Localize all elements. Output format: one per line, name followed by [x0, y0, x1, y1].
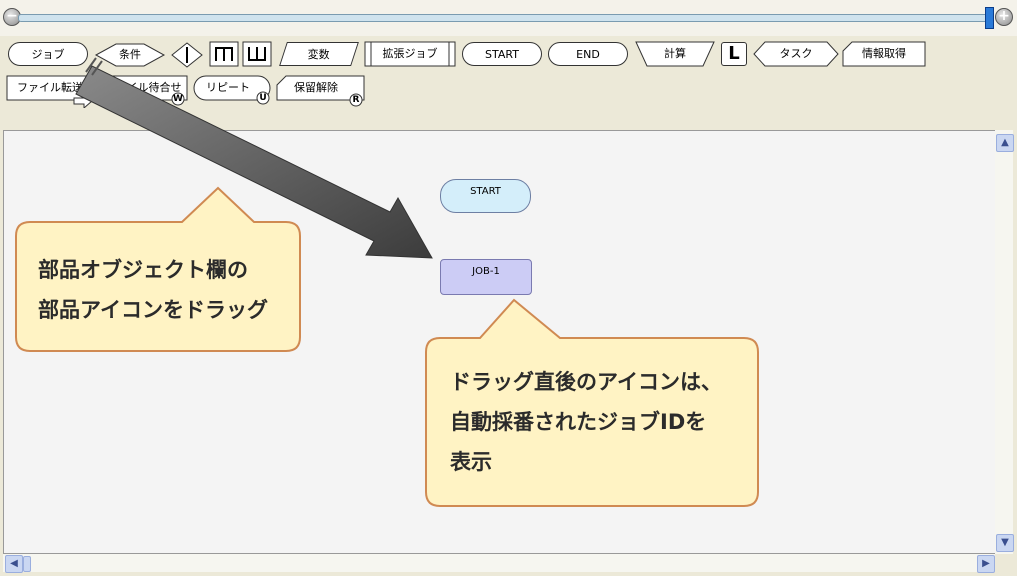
start-node-label: START [470, 186, 501, 197]
part-l-symbol[interactable]: L [721, 42, 747, 66]
scroll-left-icon[interactable]: ◀ [5, 555, 23, 573]
part-task[interactable]: タスク [753, 41, 839, 67]
diamond-icon [94, 43, 166, 67]
callout-1-line-1: 部品オブジェクト欄の [38, 258, 248, 282]
zoom-slider-thumb[interactable] [985, 7, 994, 29]
repeat-badge-icon: U [259, 93, 267, 103]
scroll-right-icon[interactable]: ▶ [977, 555, 995, 573]
drag-arrow-icon [75, 65, 433, 259]
part-job-label: ジョブ [31, 48, 65, 61]
part-branch[interactable] [170, 41, 204, 69]
scroll-thumb[interactable] [23, 556, 31, 572]
drag-stripe-icon [91, 60, 103, 76]
drag-stripe-icon [85, 57, 97, 73]
part-repeat[interactable]: リピート U [193, 74, 273, 106]
part-extended-job[interactable]: 拡張ジョブ [364, 41, 456, 67]
zoom-in-icon[interactable]: + [995, 8, 1013, 26]
part-condition-label: 条件 [119, 48, 141, 61]
part-loop-start[interactable] [209, 41, 239, 67]
callout-1-text: 部品オブジェクト欄の 部品アイコンをドラッグ [38, 250, 268, 330]
wait-badge-icon: W [173, 94, 183, 104]
part-l-symbol-label: L [728, 43, 740, 64]
part-end-label: END [576, 48, 600, 61]
part-info-label: 情報取得 [862, 47, 906, 60]
callout-1-line-2: 部品アイコンをドラッグ [38, 298, 268, 322]
job-node[interactable]: JOB-1 [440, 259, 532, 295]
extended-job-frame-icon [364, 41, 456, 67]
job-node-label: JOB-1 [472, 266, 500, 277]
branch-diamond-icon [171, 42, 203, 68]
release-badge-icon: R [352, 95, 360, 105]
part-repeat-label: リピート [206, 81, 250, 94]
callout-2-text: ドラッグ直後のアイコンは、 自動採番されたジョブIDを 表示 [450, 362, 722, 482]
scroll-down-icon[interactable]: ▼ [996, 534, 1014, 552]
part-loop-end[interactable] [242, 41, 272, 67]
scroll-up-icon[interactable]: ▲ [996, 134, 1014, 152]
part-condition[interactable]: 条件 [94, 41, 166, 69]
hexagon-icon [753, 41, 839, 67]
cut-corner-icon [842, 41, 926, 67]
callout-2-line-1: ドラッグ直後のアイコンは、 [450, 370, 722, 394]
callout-2-line-2: 自動採番されたジョブIDを [450, 410, 707, 434]
part-job[interactable]: ジョブ [8, 42, 88, 66]
part-end[interactable]: END [548, 42, 628, 66]
horizontal-scrollbar[interactable]: ◀ ▶ [3, 554, 995, 573]
zoom-bar: − + [0, 0, 1017, 36]
loop-end-icon [242, 41, 272, 67]
callout-bubble-1 [15, 186, 301, 352]
part-file-transfer-label: ファイル転送 [17, 81, 83, 94]
repeat-icon [193, 75, 271, 105]
callout-bubble-2 [425, 298, 759, 507]
part-task-label: タスク [779, 47, 813, 60]
part-hold-release-label: 保留解除 [294, 81, 338, 94]
callout-2-line-3: 表示 [450, 450, 492, 474]
part-info[interactable]: 情報取得 [842, 41, 926, 67]
part-calc[interactable]: 計算 [635, 41, 715, 67]
hold-release-icon [276, 75, 365, 107]
vertical-scrollbar[interactable]: ▲ ▼ [995, 130, 1014, 554]
start-node[interactable]: START [440, 179, 531, 213]
part-hold-release[interactable]: 保留解除 R [276, 74, 368, 108]
loop-start-icon [209, 41, 239, 67]
part-calc-label: 計算 [664, 47, 686, 60]
trapezoid-icon [635, 41, 715, 67]
part-start[interactable]: START [462, 42, 542, 66]
part-start-label: START [485, 48, 519, 61]
part-extended-job-label: 拡張ジョブ [382, 47, 438, 60]
